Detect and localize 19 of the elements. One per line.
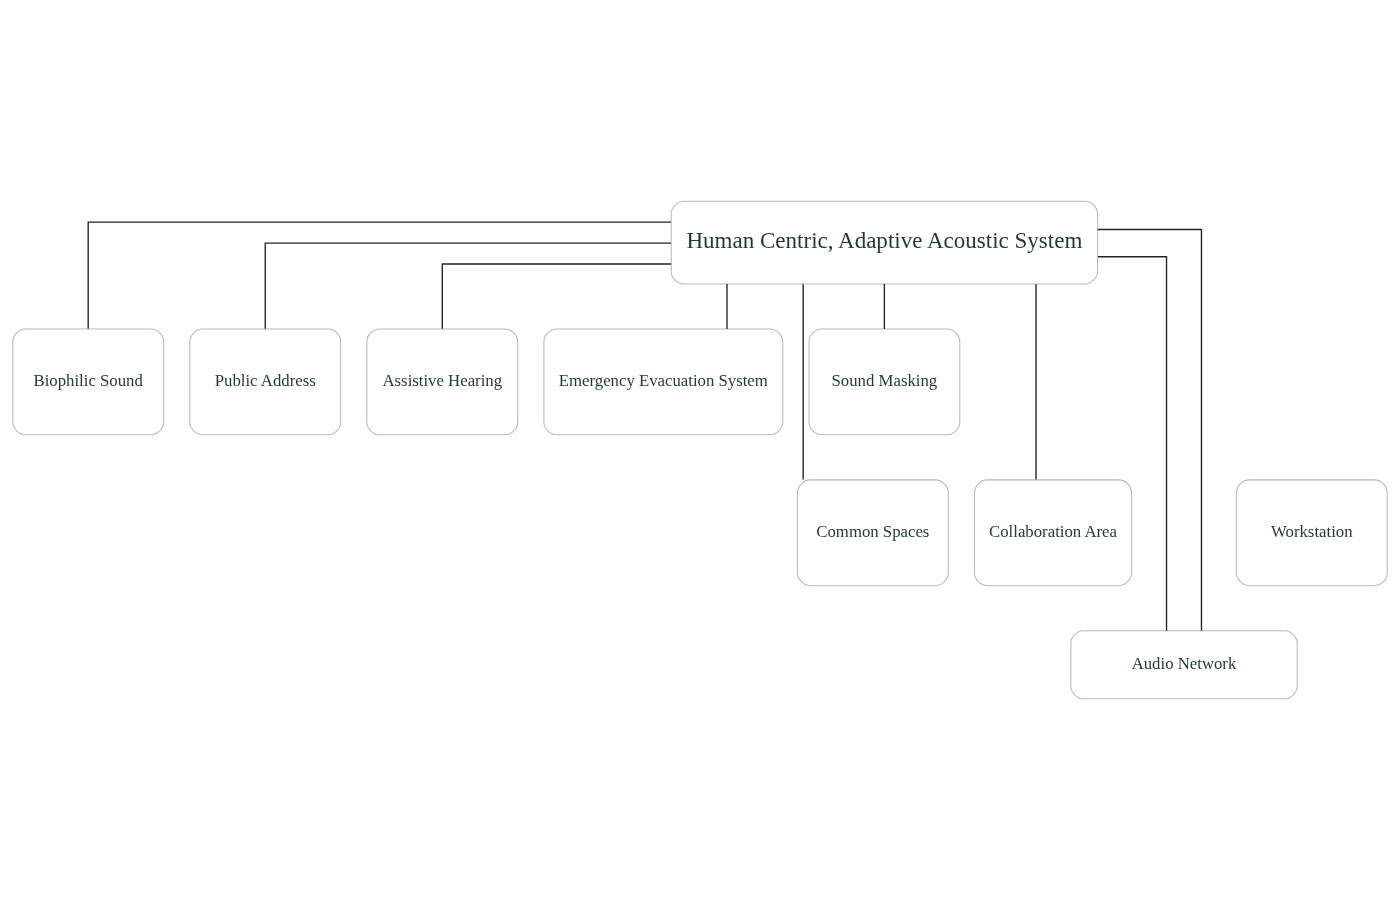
connector bbox=[264, 242, 672, 330]
connector bbox=[802, 283, 804, 481]
node-box: Workstation bbox=[1235, 479, 1388, 587]
connector bbox=[1035, 283, 1037, 481]
node-box: Sound Masking bbox=[808, 328, 961, 436]
connector bbox=[441, 263, 672, 330]
connector bbox=[883, 283, 886, 330]
connector bbox=[1097, 256, 1168, 632]
connector bbox=[726, 283, 728, 330]
node-box: Human Centric, Adaptive Acoustic System bbox=[670, 200, 1099, 285]
node-box: Collaboration Area bbox=[973, 479, 1133, 587]
node-box: Public Address bbox=[189, 328, 342, 436]
node-box: Assistive Hearing bbox=[366, 328, 519, 436]
node-box: Audio Network bbox=[1070, 630, 1298, 700]
node-box: Emergency Evacuation System bbox=[543, 328, 784, 436]
connector bbox=[1096, 228, 1203, 632]
node-box: Common Spaces bbox=[796, 479, 949, 587]
node-box: Biophilic Sound bbox=[12, 328, 165, 436]
connector bbox=[87, 221, 672, 330]
